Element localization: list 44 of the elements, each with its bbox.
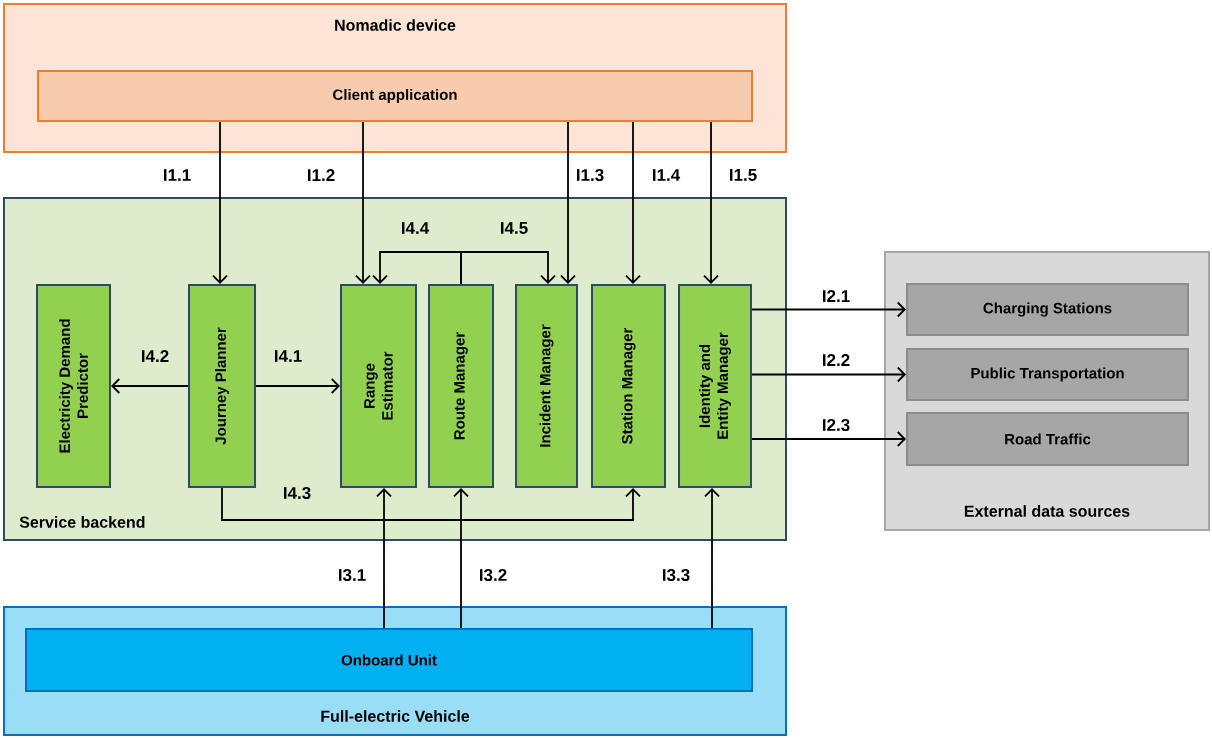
edge-label: I4.2 <box>142 350 169 362</box>
edge-label: I1.5 <box>730 169 757 181</box>
arrow <box>221 487 641 521</box>
edge-label: I2.3 <box>823 418 850 431</box>
source-box: Public Transportation <box>906 348 1189 401</box>
arrow <box>453 488 469 629</box>
arrow <box>255 378 340 394</box>
edge-label: I4.4 <box>402 222 430 234</box>
arrow <box>625 121 641 284</box>
component-box: Electricity Demand Predictor <box>36 284 111 488</box>
arrow <box>111 378 189 394</box>
source-box: Charging Stations <box>906 283 1189 336</box>
application-box: Client application <box>37 70 753 122</box>
edge-label: I4.1 <box>275 350 302 362</box>
edge-label: I1.3 <box>577 168 604 181</box>
edge-label: I2.2 <box>823 354 850 366</box>
arrow <box>751 301 906 318</box>
edge-label: I4.5 <box>501 222 528 234</box>
component-box: Route Manager <box>428 284 494 488</box>
component-box: Identity and Entity Manager <box>678 284 752 488</box>
edge-label: I3.3 <box>663 568 690 581</box>
arrow <box>355 121 371 284</box>
edge-label: I1.4 <box>653 169 681 181</box>
edge-label: I2.1 <box>823 290 850 302</box>
arrow <box>751 431 906 447</box>
unit-box: Onboard Unit <box>25 628 753 692</box>
arrow <box>212 121 228 284</box>
component-box: Journey Planner <box>188 284 256 488</box>
component-box: Station Manager <box>591 284 666 488</box>
arrow <box>560 121 576 284</box>
source-box: Road Traffic <box>906 412 1189 466</box>
component-box: Incident Manager <box>515 284 578 488</box>
arrow <box>376 488 392 629</box>
arrow <box>703 121 719 284</box>
edge-label: I3.2 <box>480 568 507 581</box>
edge-label: I3.1 <box>339 568 366 581</box>
component-box: Range Estimator <box>340 284 417 488</box>
edge-label: I4.3 <box>284 486 311 499</box>
edge-label: I1.1 <box>164 169 191 181</box>
arrow <box>751 366 906 383</box>
arrow <box>372 251 462 285</box>
arrow <box>704 488 720 629</box>
edge-label: I1.2 <box>308 169 335 181</box>
arrow <box>460 251 556 285</box>
